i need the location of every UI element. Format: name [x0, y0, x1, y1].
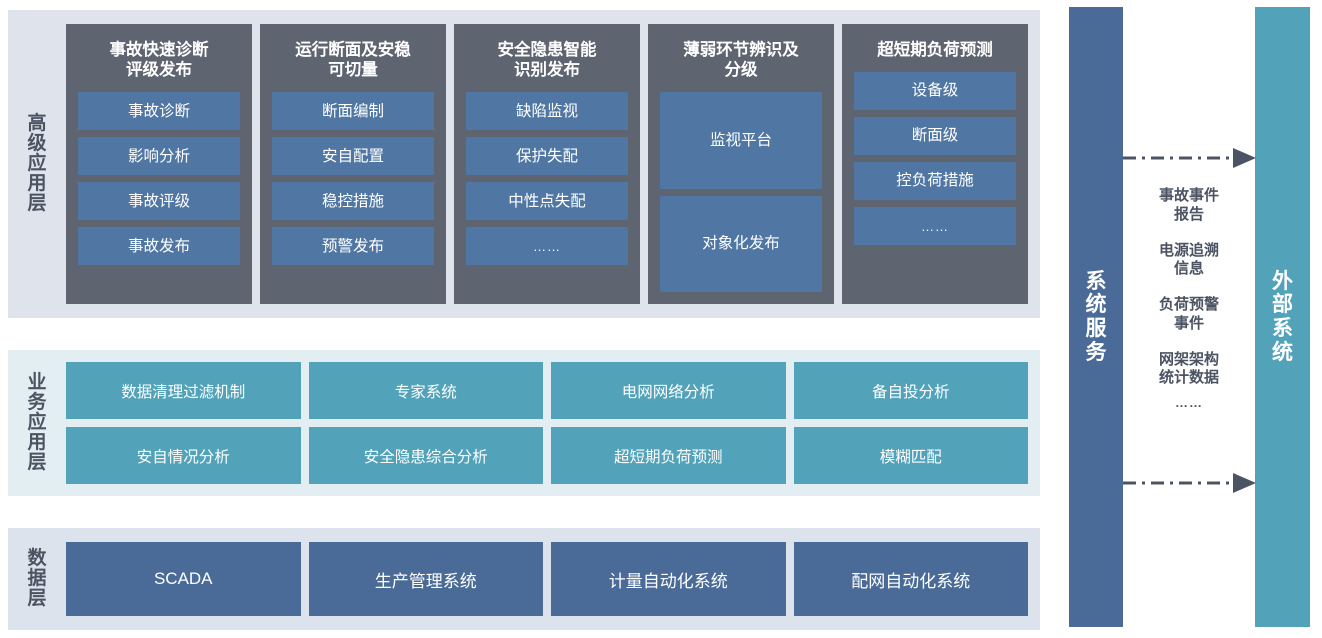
- business-item[interactable]: 模糊匹配: [793, 427, 1028, 484]
- column-title: 超短期负荷预测: [877, 41, 993, 59]
- module-item[interactable]: 断面级: [854, 117, 1016, 156]
- module-item[interactable]: 事故发布: [78, 227, 240, 266]
- advanced-column-accident-diagnosis[interactable]: 事故快速诊断 评级发布 事故诊断 影响分析 事故评级 事故发布: [66, 24, 252, 304]
- flow-label: 负荷预警 事件: [1158, 296, 1219, 332]
- flow-label: 电源追溯 信息: [1158, 241, 1219, 278]
- flow-arrow-right-top-icon: [1123, 148, 1256, 168]
- flow-label-ellipsis: ……: [1175, 395, 1203, 410]
- flow-label: 事故事件 报告: [1158, 187, 1219, 223]
- module-item[interactable]: 设备级: [854, 72, 1016, 111]
- column-items: 缺陷监视 保护失配 中性点失配 ……: [466, 92, 628, 292]
- module-item[interactable]: 监视平台: [660, 92, 822, 189]
- module-item[interactable]: 中性点失配: [466, 182, 628, 221]
- module-item[interactable]: 安自配置: [272, 137, 434, 176]
- module-item[interactable]: 预警发布: [272, 227, 434, 266]
- column-title: 安全隐患智能 识别发布: [497, 41, 597, 80]
- column-title: 运行断面及安稳 可切量: [295, 41, 411, 80]
- column-items: 监视平台 对象化发布: [660, 92, 822, 292]
- data-source-item[interactable]: 配网自动化系统: [793, 542, 1028, 616]
- column-items: 断面编制 安自配置 稳控措施 预警发布: [272, 92, 434, 292]
- business-item[interactable]: 数据清理过滤机制: [66, 362, 301, 419]
- external-system-bar[interactable]: 外部系统: [1255, 7, 1310, 627]
- advanced-column-safety-hazard[interactable]: 安全隐患智能 识别发布 缺陷监视 保护失配 中性点失配 ……: [454, 24, 640, 304]
- module-item-ellipsis[interactable]: ……: [466, 227, 628, 266]
- module-item[interactable]: 事故评级: [78, 182, 240, 221]
- business-application-layer: 业务应用层 数据清理过滤机制 专家系统 电网网络分析 备自投分析 安自情况分析 …: [8, 350, 1040, 496]
- column-title: 薄弱环节辨识及 分级: [683, 41, 799, 80]
- advanced-layer-label-text: 高级应用层: [27, 112, 47, 215]
- data-source-item[interactable]: 生产管理系统: [308, 542, 543, 616]
- business-layer-grid: 数据清理过滤机制 专家系统 电网网络分析 备自投分析 安自情况分析 安全隐患综合…: [66, 350, 1040, 496]
- system-service-bar[interactable]: 系统服务: [1069, 7, 1123, 627]
- business-item[interactable]: 安全隐患综合分析: [308, 427, 543, 484]
- business-layer-label-text: 业务应用层: [27, 371, 47, 474]
- module-item[interactable]: 影响分析: [78, 137, 240, 176]
- data-layer-label: 数据层: [8, 528, 66, 630]
- external-system-label: 外部系统: [1272, 269, 1293, 364]
- flow-label: 网架架构 统计数据: [1158, 350, 1219, 387]
- data-layer-label-text: 数据层: [27, 547, 47, 610]
- system-service-label: 系统服务: [1085, 269, 1107, 364]
- business-item[interactable]: 专家系统: [308, 362, 543, 419]
- module-item[interactable]: 事故诊断: [78, 92, 240, 131]
- module-item-ellipsis[interactable]: ……: [854, 207, 1016, 246]
- flow-label-list: 事故事件 报告 电源追溯 信息 负荷预警 事件 网架架构 统计数据 ……: [1123, 187, 1255, 411]
- flow-area: 事故事件 报告 电源追溯 信息 负荷预警 事件 网架架构 统计数据 ……: [1123, 7, 1256, 627]
- module-item[interactable]: 断面编制: [272, 92, 434, 131]
- module-item[interactable]: 保护失配: [466, 137, 628, 176]
- business-item[interactable]: 备自投分析: [793, 362, 1028, 419]
- advanced-layer-columns: 事故快速诊断 评级发布 事故诊断 影响分析 事故评级 事故发布 运行断面及安稳 …: [66, 10, 1040, 318]
- module-item[interactable]: 稳控措施: [272, 182, 434, 221]
- column-title: 事故快速诊断 评级发布: [109, 41, 209, 80]
- data-layer-grid: SCADA 生产管理系统 计量自动化系统 配网自动化系统: [66, 528, 1040, 630]
- data-source-item[interactable]: 计量自动化系统: [551, 542, 786, 616]
- advanced-column-ultra-short-load[interactable]: 超短期负荷预测 设备级 断面级 控负荷措施 ……: [842, 24, 1028, 304]
- data-source-item[interactable]: SCADA: [66, 542, 301, 616]
- business-item[interactable]: 超短期负荷预测: [551, 427, 786, 484]
- advanced-column-operation-section[interactable]: 运行断面及安稳 可切量 断面编制 安自配置 稳控措施 预警发布: [260, 24, 446, 304]
- module-item[interactable]: 对象化发布: [660, 195, 822, 292]
- module-item[interactable]: 缺陷监视: [466, 92, 628, 131]
- advanced-application-layer: 高级应用层 事故快速诊断 评级发布 事故诊断 影响分析 事故评级 事故发布 运行…: [8, 10, 1040, 318]
- business-item[interactable]: 安自情况分析: [66, 427, 301, 484]
- data-layer: 数据层 SCADA 生产管理系统 计量自动化系统 配网自动化系统: [8, 528, 1040, 630]
- advanced-column-weak-link[interactable]: 薄弱环节辨识及 分级 监视平台 对象化发布: [648, 24, 834, 304]
- business-layer-label: 业务应用层: [8, 350, 66, 496]
- column-items: 事故诊断 影响分析 事故评级 事故发布: [78, 92, 240, 292]
- flow-arrow-right-bottom-icon: [1123, 473, 1256, 493]
- advanced-layer-label: 高级应用层: [8, 10, 66, 318]
- module-item[interactable]: 控负荷措施: [854, 162, 1016, 201]
- column-items: 设备级 断面级 控负荷措施 ……: [854, 72, 1016, 292]
- business-item[interactable]: 电网网络分析: [551, 362, 786, 419]
